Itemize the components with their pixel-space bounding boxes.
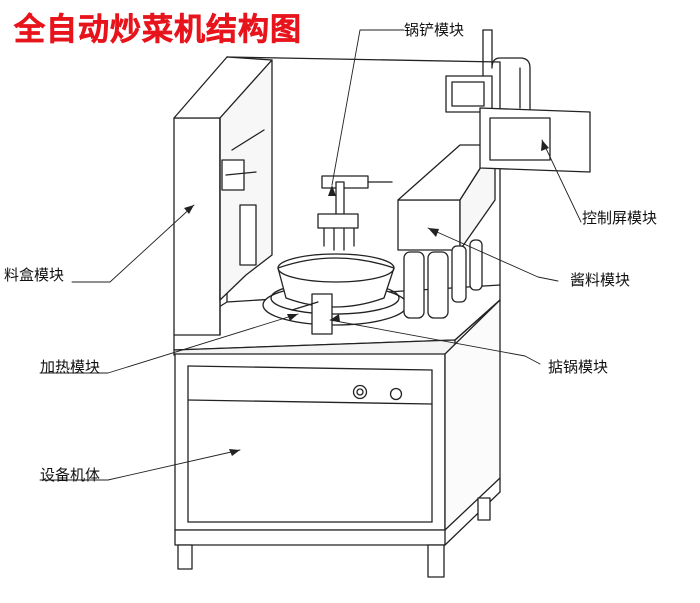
arrowheads (184, 140, 549, 456)
leader-lines (39, 29, 582, 481)
wok-assembly (262, 253, 408, 335)
label-heating-module: 加热模块 (40, 358, 101, 376)
sauce-module (397, 144, 496, 319)
label-spatula-module: 锅铲模块 (404, 21, 465, 39)
material-box-module (173, 56, 273, 336)
diagram-title: 全自动炒菜机结构图 (14, 12, 302, 49)
label-material-box-module: 料盒模块 (4, 266, 65, 284)
label-control-screen-module: 控制屏模块 (582, 209, 658, 227)
machine-body (174, 299, 501, 578)
label-sauce-module: 酱料模块 (570, 271, 631, 289)
label-wok-clamp-module: 掂锅模块 (548, 358, 609, 376)
control-screen-module (445, 29, 591, 173)
label-machine-body: 设备机体 (40, 466, 101, 484)
